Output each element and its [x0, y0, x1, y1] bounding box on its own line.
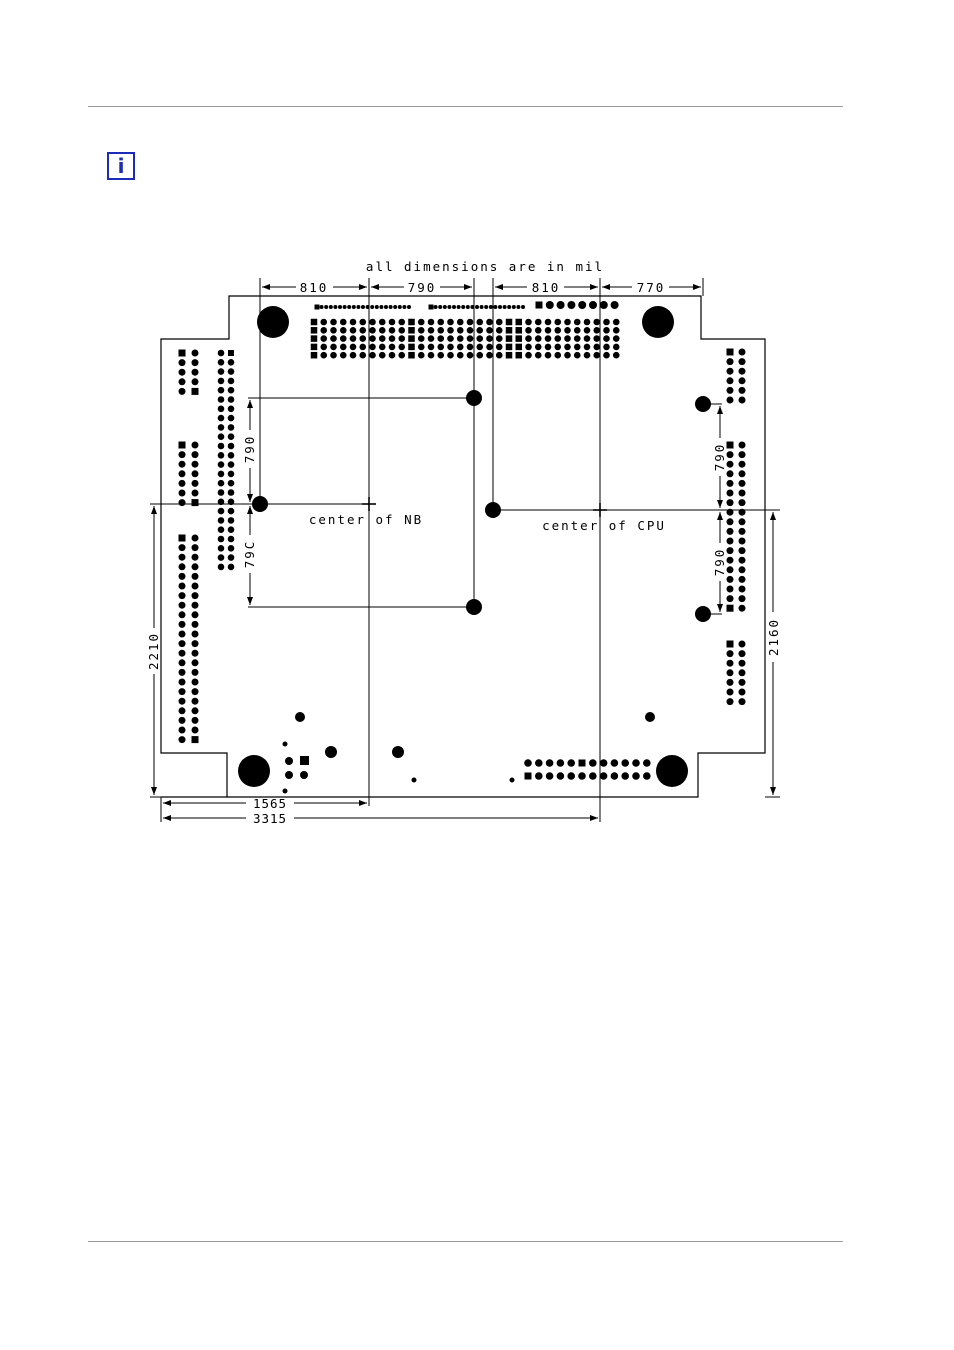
dimension-arrows [151, 284, 776, 821]
bottom-connector-pins [524, 759, 651, 780]
left-connector-pins [178, 349, 235, 744]
label-center-cpu: center of CPU [542, 518, 666, 533]
dim-left-lower: 79C [242, 540, 257, 569]
cpu-heatsink-points [485, 396, 711, 622]
top-connector-pins [310, 301, 620, 359]
dim-left-upper: 790 [242, 435, 257, 464]
board-outline [160, 295, 766, 798]
dim-right-height: 2160 [766, 618, 781, 656]
dim-left-height: 2210 [146, 632, 161, 670]
dimension-lines [150, 278, 780, 822]
right-connector-pins [726, 348, 746, 706]
dim-right-lower: 790 [712, 548, 727, 577]
dim-top-3: 810 [532, 280, 561, 295]
footer-rule [88, 1241, 843, 1242]
info-icon: i [107, 152, 135, 180]
label-center-nb: center of NB [309, 512, 423, 527]
misc-components [282, 712, 655, 794]
info-icon-glyph: i [117, 154, 125, 178]
dim-right-upper: 790 [712, 443, 727, 472]
nb-heatsink-points [252, 390, 482, 615]
mounting-holes [238, 306, 688, 787]
dim-top-4: 770 [637, 280, 666, 295]
header-rule [88, 106, 843, 107]
dim-top-2: 790 [408, 280, 437, 295]
dim-top-1: 810 [300, 280, 329, 295]
dim-bottom-nb: 1565 [253, 796, 287, 811]
dim-bottom-cpu: 3315 [253, 811, 287, 826]
dimension-note: all dimensions are in mil [366, 259, 604, 274]
